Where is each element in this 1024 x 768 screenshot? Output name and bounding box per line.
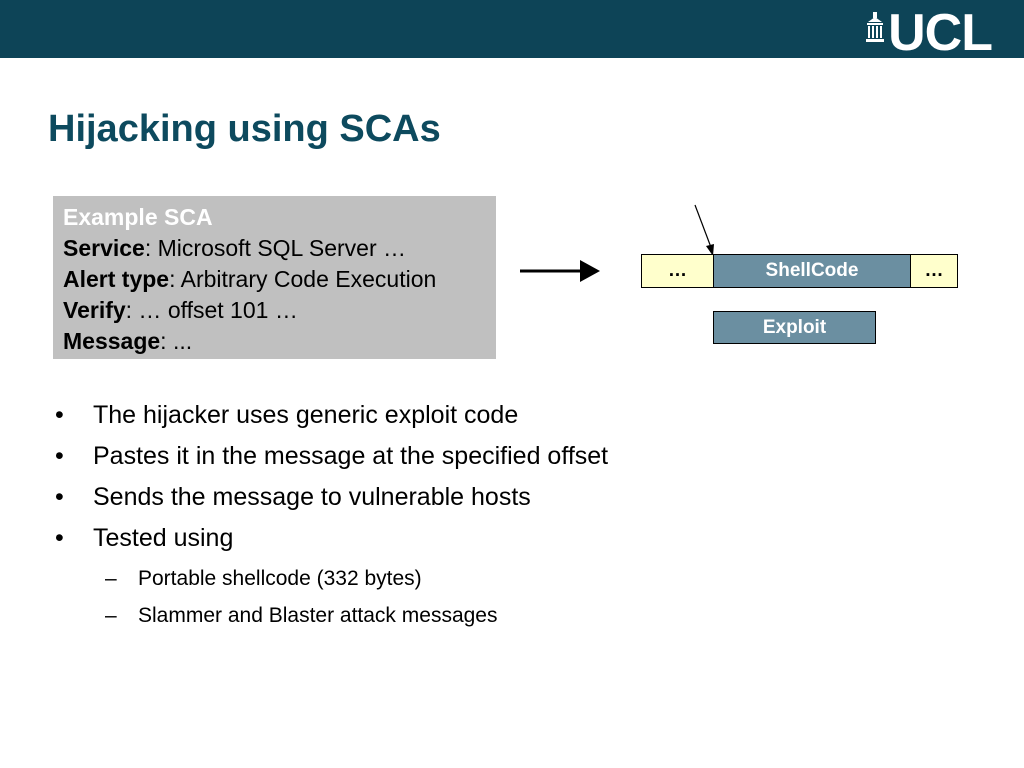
logo-wordmark: UCL	[888, 4, 993, 62]
buffer-suffix: …	[910, 255, 957, 287]
sub-bullet-item: –Slammer and Blaster attack messages	[55, 597, 608, 634]
offset-pointer-arrow	[694, 204, 714, 256]
ucl-logo: UCL	[866, 4, 993, 62]
sca-field-label: Service	[63, 235, 145, 261]
bullet-list: •The hijacker uses generic exploit code …	[55, 396, 608, 634]
message-buffer: … ShellCode …	[641, 254, 958, 288]
sca-field-label: Message	[63, 328, 161, 354]
right-arrow-icon	[520, 260, 600, 282]
exploit-block: Exploit	[713, 311, 876, 344]
slide-title: Hijacking using SCAs	[48, 108, 441, 150]
bullet-marker: •	[55, 483, 64, 511]
sca-field-value: : … offset 101 …	[125, 297, 298, 323]
sca-field-value: : Arbitrary Code Execution	[169, 266, 437, 292]
sub-bullet-group: –Portable shellcode (332 bytes) –Slammer…	[55, 560, 608, 634]
sub-bullet-text: Portable shellcode (332 bytes)	[138, 567, 422, 590]
bullet-item: • Tested using	[55, 519, 608, 560]
sub-bullet-item: –Portable shellcode (332 bytes)	[55, 560, 608, 597]
dash-marker: –	[105, 567, 117, 590]
sca-field-value: : Microsoft SQL Server …	[144, 235, 407, 261]
sub-bullet-text: Slammer and Blaster attack messages	[138, 604, 498, 627]
sca-heading: Example SCA	[63, 204, 213, 230]
sca-field-alert-type: Alert type: Arbitrary Code Execution	[63, 264, 486, 295]
example-sca-box: Example SCA Service: Microsoft SQL Serve…	[53, 196, 496, 359]
bullet-text: Pastes it in the message at the specifie…	[93, 442, 609, 470]
bullet-text: The hijacker uses generic exploit code	[93, 401, 519, 429]
bullet-text: Tested using	[93, 524, 234, 552]
buffer-shellcode: ShellCode	[713, 255, 910, 287]
sca-field-label: Verify	[63, 297, 126, 323]
bullet-marker: •	[55, 524, 64, 552]
dash-marker: –	[105, 604, 117, 627]
sca-field-value: : ...	[160, 328, 193, 354]
sca-field-verify: Verify: … offset 101 …	[63, 295, 486, 326]
sub-bullet-list: –Portable shellcode (332 bytes) –Slammer…	[55, 560, 608, 634]
header-bar: UCL	[0, 0, 1024, 62]
bullet-item: • Sends the message to vulnerable hosts	[55, 478, 608, 519]
bullet-item: • Pastes it in the message at the specifi…	[55, 437, 608, 478]
bullet-marker: •	[55, 401, 64, 429]
portico-icon	[866, 12, 885, 42]
sca-field-service: Service: Microsoft SQL Server …	[63, 233, 486, 264]
bullet-item: • The hijacker uses generic exploit code	[55, 396, 608, 437]
buffer-prefix: …	[642, 255, 713, 287]
sca-field-message: Message: ...	[63, 326, 486, 357]
sca-field-label: Alert type	[63, 266, 170, 292]
bullet-text: Sends the message to vulnerable hosts	[93, 483, 531, 511]
bullet-marker: •	[55, 442, 64, 470]
